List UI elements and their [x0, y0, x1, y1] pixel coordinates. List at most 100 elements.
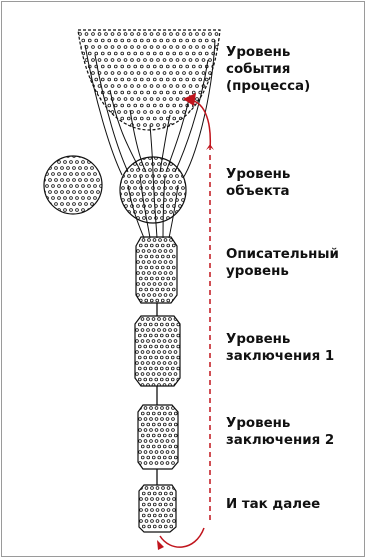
dot	[159, 514, 162, 517]
dot	[171, 345, 174, 348]
dot	[170, 211, 173, 214]
dot	[118, 111, 121, 114]
dot	[169, 373, 172, 376]
dot	[167, 277, 170, 280]
dot	[124, 98, 127, 101]
dot	[131, 169, 134, 172]
dot	[101, 65, 104, 68]
dot	[209, 59, 212, 62]
dot	[147, 78, 150, 81]
dot	[163, 111, 166, 114]
dot	[150, 429, 153, 432]
dot	[186, 78, 189, 81]
dot	[173, 52, 176, 55]
dot	[162, 487, 165, 490]
dot	[58, 161, 61, 164]
dot	[149, 193, 152, 196]
dot	[156, 509, 159, 512]
dot	[179, 104, 182, 107]
dot	[85, 191, 88, 194]
dot	[199, 78, 202, 81]
dot	[170, 111, 173, 114]
dot	[88, 104, 91, 107]
dot	[199, 65, 202, 68]
dot	[150, 255, 153, 258]
dot	[205, 52, 208, 55]
dot	[155, 418, 158, 421]
dot	[49, 179, 52, 182]
dot	[170, 261, 173, 264]
dot	[139, 418, 142, 421]
dot	[92, 46, 95, 49]
dot	[70, 173, 73, 176]
dot	[160, 334, 163, 337]
dot	[218, 78, 221, 81]
dot	[124, 85, 127, 88]
dot	[218, 65, 221, 68]
dot	[82, 91, 85, 94]
dot	[150, 111, 153, 114]
dot	[137, 205, 140, 208]
dot	[137, 124, 140, 127]
dot	[167, 244, 170, 247]
dot	[159, 272, 162, 275]
dot	[114, 104, 117, 107]
dot	[85, 155, 88, 158]
dot	[52, 173, 55, 176]
dot	[150, 440, 153, 443]
dot	[85, 124, 88, 127]
dot	[141, 318, 144, 321]
dot	[147, 52, 150, 55]
dot	[58, 185, 61, 188]
dot	[174, 362, 177, 365]
dot	[163, 351, 166, 354]
dot	[166, 52, 169, 55]
dot	[70, 161, 73, 164]
dot	[164, 514, 167, 517]
dot	[82, 209, 85, 212]
dot	[82, 78, 85, 81]
dot	[179, 181, 182, 184]
dot	[164, 283, 167, 286]
dot	[70, 197, 73, 200]
dot	[143, 193, 146, 196]
dot	[157, 85, 160, 88]
dot	[82, 185, 85, 188]
dot	[140, 199, 143, 202]
dot	[159, 492, 162, 495]
dot	[189, 59, 192, 62]
dot	[144, 33, 147, 36]
dot	[146, 175, 149, 178]
dot	[158, 199, 161, 202]
dot	[161, 181, 164, 184]
dot	[138, 367, 141, 370]
dot	[144, 367, 147, 370]
dot	[159, 239, 162, 242]
dot	[157, 72, 160, 75]
dot	[85, 179, 88, 182]
dot	[137, 261, 140, 264]
dot	[150, 59, 153, 62]
dot	[153, 294, 156, 297]
dot	[145, 277, 148, 280]
dot	[148, 525, 151, 528]
dot	[183, 85, 186, 88]
dot	[142, 250, 145, 253]
dot	[163, 456, 166, 459]
dot	[151, 487, 154, 490]
dot	[147, 373, 150, 376]
dot	[127, 117, 130, 120]
dot	[94, 185, 97, 188]
dot	[139, 288, 142, 291]
dot	[171, 356, 174, 359]
dot	[134, 104, 137, 107]
dot	[158, 187, 161, 190]
dot	[134, 175, 137, 178]
dot	[140, 509, 143, 512]
dot	[182, 187, 185, 190]
dot	[136, 340, 139, 343]
dot	[147, 104, 150, 107]
dot	[155, 193, 158, 196]
dot	[167, 255, 170, 258]
